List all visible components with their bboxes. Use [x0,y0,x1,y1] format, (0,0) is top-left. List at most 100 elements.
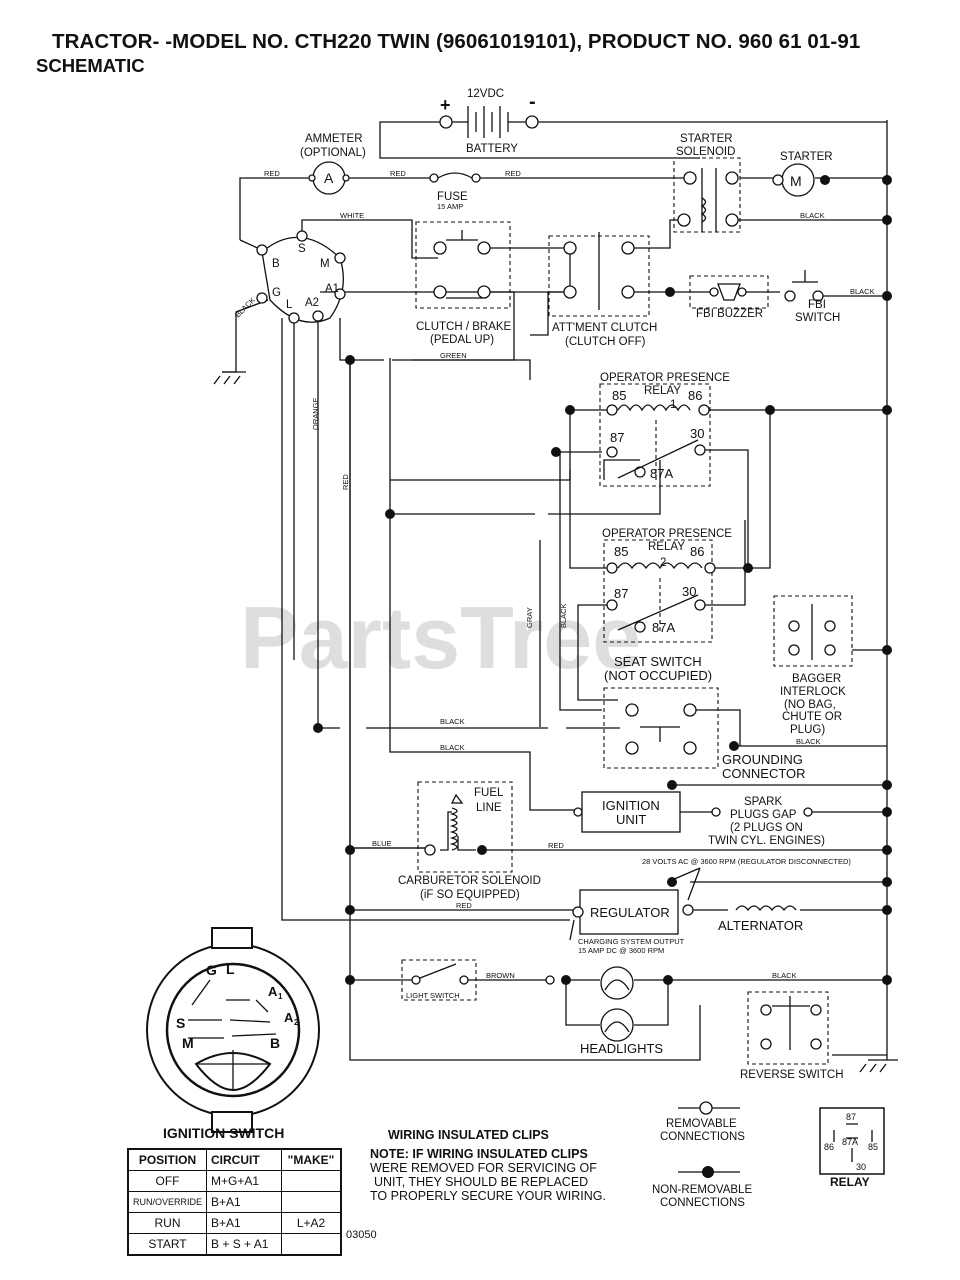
clips-note-line1: NOTE: IF WIRING INSULATED CLIPS [370,1147,588,1161]
relay2-relay: RELAY [648,541,685,553]
att-clutch-label: ATT'MENT CLUTCH [552,322,657,334]
starter-label: STARTER [780,151,833,163]
relay2-87a: 87A [652,620,675,635]
bagger-label: BAGGER [792,673,841,685]
wire-black-1: BLACK [800,211,825,220]
face-a1-sub: 1 [278,992,283,1001]
clips-note-title: WIRING INSULATED CLIPS [388,1128,549,1142]
diagram-code: 03050 [346,1229,377,1241]
legend-nonremovable2: CONNECTIONS [660,1197,745,1209]
alternator-label: ALTERNATOR [718,918,803,933]
grounding-label: GROUNDING [722,752,803,767]
clutch-brake-label: CLUTCH / BRAKE [416,321,512,333]
ignition-switch-face: G L A 1 S A 2 M B [146,927,320,1133]
face-a1: A [268,984,278,999]
headlights-label: HEADLIGHTS [580,1041,663,1056]
legend-pin-30: 30 [856,1162,866,1172]
wire-red-3: RED [505,169,521,178]
carburetor-solenoid: FUEL LINE CARBURETOR SOLENOID (iF SO EQU… [398,781,541,901]
relay2-87: 87 [614,586,628,601]
relay1-label: OPERATOR PRESENCE [600,372,730,384]
table-row: OFF M+G+A1 [127,1170,342,1192]
regulator: REGULATOR 28 VOLTS AC @ 3600 RPM (REGULA… [569,857,851,955]
table-row: RUN B+A1 L+A2 [127,1212,342,1234]
term-a2: A2 [305,297,319,309]
legend-pin-86: 86 [824,1142,834,1152]
row-position: RUN [127,1212,208,1234]
seat-switch-sub: (NOT OCCUPIED) [604,668,712,683]
fbi-switch-label2: SWITCH [795,312,840,324]
carb-label: CARBURETOR SOLENOID [398,875,541,887]
face-s: S [176,1015,185,1031]
wire-red-2: RED [390,169,406,178]
wire-black-6: BLACK [772,971,797,980]
page-subtitle: SCHEMATIC [36,55,145,76]
wire-orange: ORANGE [311,397,320,430]
wire-red-6: RED [341,474,350,490]
relay2-30: 30 [682,584,696,599]
bagger-label2: INTERLOCK [780,686,846,698]
wire-black-3: BLACK [440,717,465,726]
relay1-87: 87 [610,430,624,445]
ammeter-optional: (OPTIONAL) [300,147,366,159]
table-row: RUN/OVERRIDE B+A1 [127,1191,342,1213]
regulator-label: REGULATOR [590,905,670,920]
term-a1: A1 [325,283,339,295]
face-l: L [226,961,235,977]
starter-motor: M STARTER [772,151,833,197]
starter-solenoid-label2: SOLENOID [676,146,735,158]
headlights: HEADLIGHTS [545,966,663,1056]
carb-label2: (iF SO EQUIPPED) [420,889,520,901]
light-switch-label: LIGHT SWITCH [406,991,460,1000]
face-g: G [206,962,217,978]
clips-note-line3: UNIT, THEY SHOULD BE REPLACED [374,1175,588,1189]
battery-label: BATTERY [466,143,518,155]
relay2-num: 2 [660,557,666,569]
wire-black-7: BLACK [233,296,257,320]
legend-relay-label: RELAY [830,1175,870,1189]
ignition-unit: IGNITION UNIT SPARK PLUGS GAP (2 PLUGS O… [573,791,825,847]
spark-label3: (2 PLUGS ON [730,822,803,834]
wire-black-8: BLACK [559,603,568,628]
term-m: M [320,258,330,270]
face-b: B [270,1035,280,1051]
fbi-buzzer-label: FBI BUZZER [696,308,763,320]
wire-gray: GRAY [525,607,534,628]
row-circuit: B + S + A1 [206,1233,283,1256]
attachment-clutch-switch: ATT'MENT CLUTCH (CLUTCH OFF) [548,232,657,348]
relay2-label: OPERATOR PRESENCE [602,528,732,540]
battery-voltage: 12VDC [467,88,504,100]
page-title: TRACTOR- -MODEL NO. CTH220 TWIN (9606101… [52,30,861,53]
starter-solenoid: STARTER SOLENOID [673,133,741,233]
term-l: L [286,299,293,311]
row-position: START [127,1233,208,1256]
row-make [281,1191,342,1213]
light-switch: LIGHT SWITCH [401,959,477,1001]
clips-note-line4: TO PROPERLY SECURE YOUR WIRING. [370,1189,606,1203]
bagger-label3: (NO BAG, [784,699,836,711]
wire-black-4: BLACK [440,743,465,752]
row-circuit: B+A1 [206,1212,283,1234]
relay1-85: 85 [612,388,626,403]
ammeter-label: AMMETER [305,133,363,145]
col-circuit: CIRCUIT [206,1148,283,1171]
relay1-30: 30 [690,426,704,441]
spark-label: SPARK [744,796,782,808]
wire-green: GREEN [440,351,467,360]
row-make [281,1233,342,1256]
regulator-note-dc2: 15 AMP DC @ 3600 RPM [578,946,664,955]
wire-red-5: RED [456,901,472,910]
ammeter: A AMMETER (OPTIONAL) [300,133,366,195]
wire-black-5: BLACK [796,737,821,746]
wire-brown: BROWN [486,971,515,980]
wire-white: WHITE [340,211,364,220]
ignition-switch-title: IGNITION SWITCH [163,1125,284,1141]
clutch-brake-switch: CLUTCH / BRAKE (PEDAL UP) [415,221,512,346]
relay2-85: 85 [614,544,628,559]
seat-switch: SEAT SWITCH (NOT OCCUPIED) [603,654,719,769]
regulator-note-ac: 28 VOLTS AC @ 3600 RPM (REGULATOR DISCON… [642,857,851,866]
legend-pin-87a: 87A [842,1137,858,1147]
starter-solenoid-label: STARTER [680,133,733,145]
watermark: PartsTree [240,588,641,687]
